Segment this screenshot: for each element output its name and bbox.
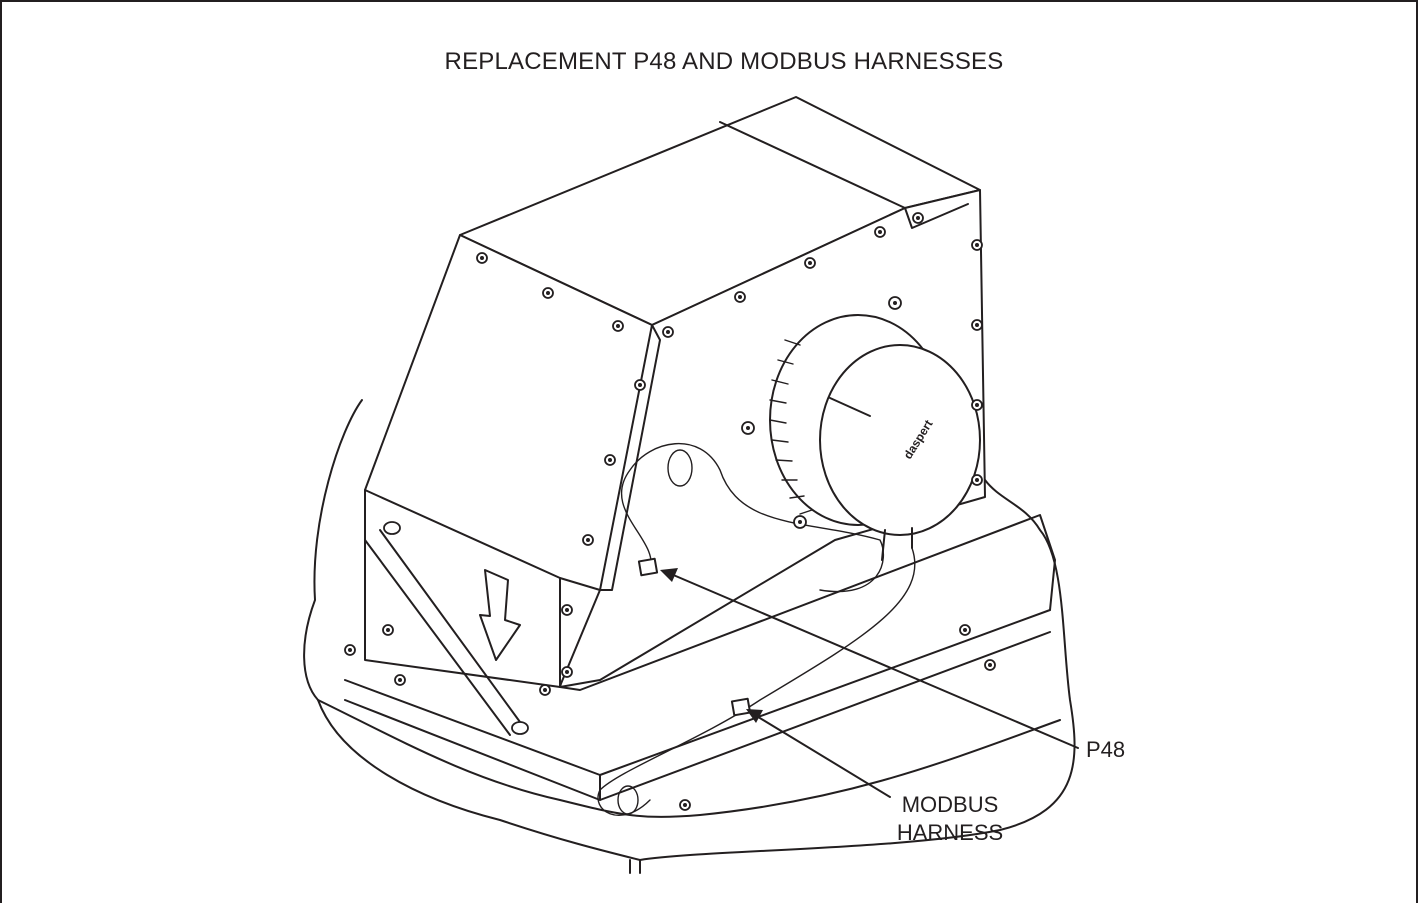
modbus-connector — [730, 697, 752, 717]
modbus-label-line1: MODBUS — [901, 792, 999, 817]
airflow-arrow — [479, 569, 521, 661]
base-lower-edge — [317, 699, 1061, 818]
motor-fins — [769, 339, 813, 515]
diagram-title: REPLACEMENT P48 AND MODBUS HARNESSES — [444, 48, 1004, 75]
modbus-harness-callout-label: MODBUS HARNESS — [880, 791, 1020, 847]
p48-callout-label: P48 — [1086, 737, 1126, 762]
p48-harness-wire — [620, 443, 884, 593]
modbus-harness-wire — [597, 547, 916, 816]
modbus-label-line2: HARNESS — [896, 820, 1004, 845]
housing-fasteners — [344, 212, 996, 811]
p48-leader-line — [663, 570, 1079, 749]
p48-connector — [637, 557, 659, 577]
housing-left-face — [364, 234, 653, 687]
modbus-leader-line — [749, 711, 891, 798]
motor-body — [819, 344, 981, 536]
